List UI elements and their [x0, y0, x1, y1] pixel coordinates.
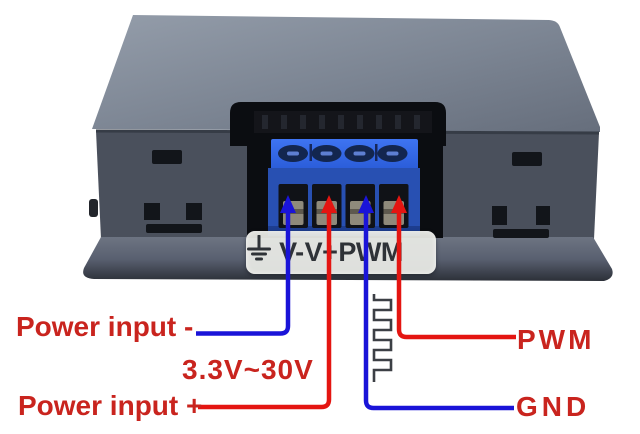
- earth-ground-icon: [247, 235, 271, 261]
- terminal-marking-pwm: PWM: [338, 237, 403, 267]
- latch-slots-left: [144, 150, 202, 233]
- label-gnd: GND: [516, 391, 591, 422]
- label-power-input-plus: Power input +: [18, 390, 203, 421]
- wire-pwm: [391, 195, 516, 340]
- square-wave-icon: [372, 294, 393, 382]
- blue-arrow-up-icon: [280, 195, 296, 213]
- wire-v-plus: [198, 195, 337, 410]
- case-top-surface: [92, 15, 600, 132]
- wire-gnd: [358, 195, 514, 411]
- label-pwm: PWM: [517, 324, 595, 355]
- latch-slots-right: [492, 152, 550, 238]
- wire-v-minus: [196, 195, 296, 336]
- terminal-marking-label: V- V+ PWM: [246, 231, 436, 274]
- label-power-input-minus: Power input -: [16, 311, 194, 342]
- terminal-marking-v-plus: V+: [304, 237, 338, 267]
- red-arrow-up-icon: [321, 195, 337, 213]
- blue-arrow-up-icon: [358, 195, 374, 213]
- pin-header-pins: [262, 115, 420, 129]
- terminal-screws: [278, 144, 408, 162]
- red-arrow-up-icon: [391, 195, 407, 213]
- case-side-tab: [89, 199, 98, 217]
- label-voltage-range: 3.3V~30V: [182, 354, 314, 385]
- terminal-marking-v-minus: V-: [279, 237, 304, 267]
